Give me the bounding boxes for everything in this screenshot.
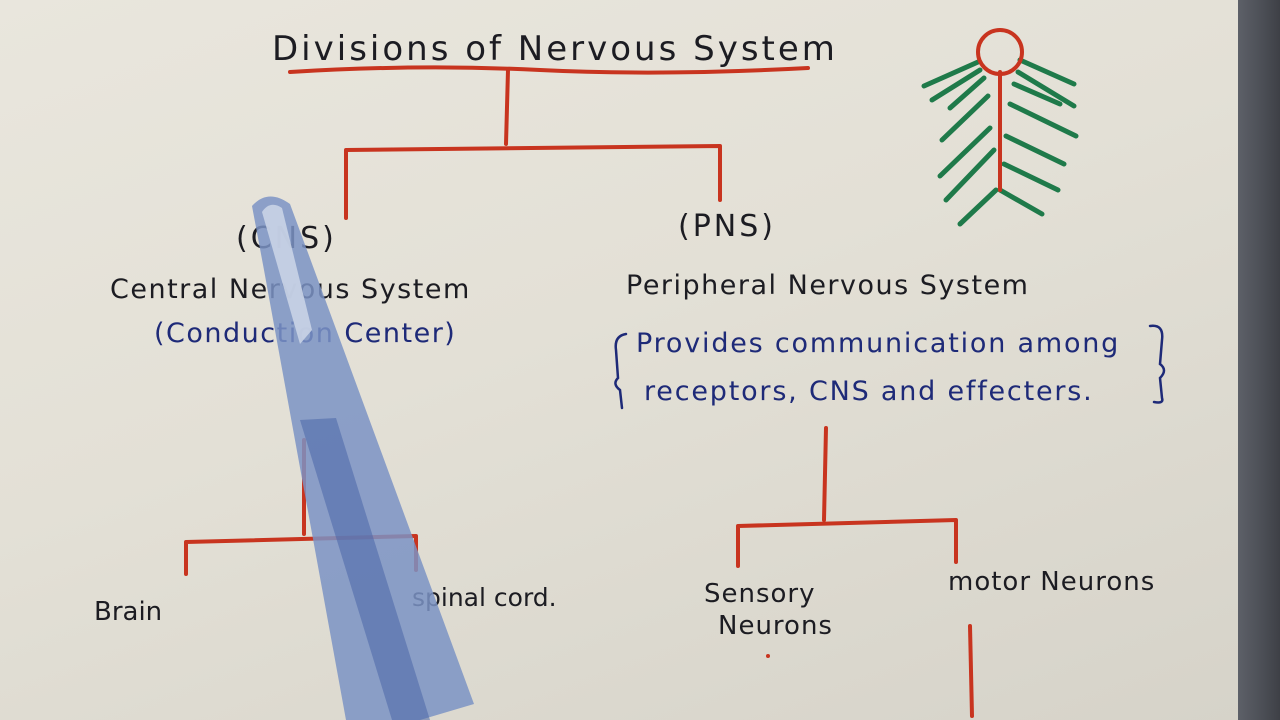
- pns-child-sensory-line1: Sensory: [704, 579, 816, 609]
- spinal-cord-icon: [921, 28, 1079, 227]
- cns-child-brain: Brain: [94, 597, 162, 627]
- pns-name: Peripheral Nervous System: [626, 270, 1029, 301]
- root-connector: [344, 68, 722, 220]
- pns-child-motor: motor Neurons: [948, 567, 1155, 597]
- pns-description-line1: Provides communication among: [636, 328, 1120, 359]
- pns-description-line2: receptors, CNS and effecters.: [644, 376, 1094, 407]
- pns-connector: [736, 426, 958, 568]
- pen-icon: [252, 196, 474, 720]
- background-edge: [1238, 0, 1280, 720]
- motor-branch-line: [968, 624, 974, 718]
- pns-child-sensory-line2: Neurons: [718, 611, 833, 641]
- pns-right-bracket: [1148, 324, 1166, 404]
- pns-left-bracket: [614, 332, 628, 410]
- pns-abbr: (PNS): [678, 209, 776, 244]
- diagram-title: Divisions of Nervous System: [272, 29, 838, 69]
- title-underline: [288, 65, 810, 75]
- ink-dot: [766, 654, 770, 658]
